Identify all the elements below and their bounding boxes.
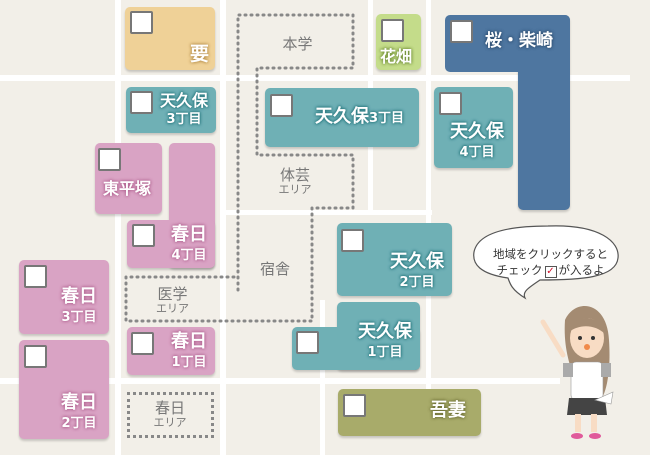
checkbox[interactable] (130, 91, 153, 114)
region-label: 天久保 1丁目 (358, 321, 412, 361)
region-label: 春日 1丁目 (171, 331, 207, 371)
region-label: 桜・柴崎 (485, 31, 553, 51)
label-sub: 1丁目 (367, 344, 403, 360)
road (320, 300, 325, 455)
igaku-sub: エリア (156, 301, 189, 315)
label-main: 天久保 (390, 251, 444, 272)
bubble-line2b: が入るよ (558, 262, 605, 277)
label-main: 春日 (61, 392, 97, 413)
bubble-line2a: チェック (496, 262, 543, 277)
kasuga-area-label: 春日エリア (140, 400, 200, 429)
region-label: 春日 4丁目 (171, 224, 207, 264)
bubble-line2: チェック✓が入るよ (478, 263, 623, 279)
checkmark-icon: ✓ (544, 265, 557, 278)
label-main: 天久保 (315, 106, 369, 127)
region-label: 要 (189, 43, 209, 66)
checkbox[interactable] (132, 224, 155, 247)
label-main: 春日 (61, 286, 97, 307)
checkbox[interactable] (24, 345, 47, 368)
checkbox[interactable] (439, 92, 462, 115)
taigei-area-label: 体芸エリア (265, 167, 325, 196)
label-sub: 4丁目 (171, 247, 207, 263)
character-illustration (540, 306, 614, 439)
shukusha-area-label: 宿舎 (259, 260, 290, 278)
label-sub: 1丁目 (171, 354, 207, 370)
region-kasuga3[interactable]: 春日 3丁目 (19, 260, 109, 334)
road (426, 0, 431, 400)
igaku-name: 医学 (157, 285, 188, 303)
road (222, 210, 432, 215)
checkbox[interactable] (131, 332, 154, 355)
region-sakura-shibasaki[interactable]: 桜・柴崎 (445, 15, 570, 72)
label-main: 天久保 (358, 321, 412, 342)
region-amakubo3[interactable]: 天久保3丁目 (265, 88, 419, 147)
bubble-text: 地域をクリックすると チェック✓が入るよ (478, 247, 623, 278)
region-hanabatake[interactable]: 花畑 (376, 14, 421, 70)
label-main: 春日 (171, 224, 207, 245)
region-kasuga2[interactable]: 春日 2丁目 (19, 340, 109, 439)
checkbox[interactable] (98, 148, 121, 171)
label-main: 春日 (171, 331, 207, 352)
region-amakubo1[interactable]: 天久保 1丁目 (292, 322, 420, 370)
checkbox[interactable] (450, 20, 473, 43)
label-sub: 2丁目 (61, 415, 97, 431)
region-label: 花畑 (380, 47, 413, 67)
checkbox[interactable] (341, 229, 364, 252)
label-sub: 3丁目 (61, 309, 97, 325)
road (0, 75, 630, 81)
region-higashihiratsuka[interactable]: 東平塚 (95, 143, 162, 214)
checkbox[interactable] (296, 331, 319, 354)
region-label: 春日 3丁目 (61, 286, 97, 326)
checkbox[interactable] (343, 394, 366, 417)
region-label: 天久保 2丁目 (390, 251, 444, 291)
region-label: 東平塚 (103, 179, 152, 198)
igaku-area-label: 医学エリア (145, 286, 200, 315)
taigei-name: 体芸 (279, 166, 310, 184)
kasuga-area-outline (127, 392, 214, 438)
speech-bubble (473, 225, 619, 300)
region-amakubo4[interactable]: 天久保 4丁目 (434, 87, 513, 168)
label-sub: 2丁目 (399, 274, 435, 290)
road (0, 378, 560, 384)
checkbox[interactable] (130, 11, 153, 34)
checkbox[interactable] (270, 94, 293, 117)
region-label: 天久保3丁目 (315, 106, 405, 127)
honngaku-area-label: 本学 (282, 35, 313, 53)
region-kasuga4[interactable]: 春日 4丁目 (127, 220, 215, 268)
label-sub: 4丁目 (459, 144, 495, 160)
region-label: 吾妻 (430, 400, 466, 421)
road (115, 0, 121, 455)
checkbox[interactable] (381, 19, 404, 42)
label-sub: 3丁目 (166, 111, 202, 127)
kasuga-name: 春日 (154, 399, 185, 417)
label-main: 天久保 (450, 121, 504, 142)
region-label: 春日 2丁目 (61, 392, 97, 432)
region-kaname[interactable]: 要 (125, 7, 215, 70)
taigei-sub: エリア (278, 182, 312, 196)
label-main: 天久保 (160, 91, 209, 110)
road (220, 0, 226, 455)
bubble-line1: 地域をクリックすると (493, 247, 608, 261)
region-amakubo2[interactable]: 天久保 2丁目 (337, 223, 452, 296)
checkbox[interactable] (24, 265, 47, 288)
region-label: 天久保 4丁目 (450, 121, 504, 161)
region-azuma[interactable]: 吾妻 (338, 389, 481, 436)
region-kasuga1[interactable]: 春日 1丁目 (127, 327, 215, 375)
kasuga-sub: エリア (153, 415, 187, 429)
label-sub: 3丁目 (369, 111, 405, 126)
